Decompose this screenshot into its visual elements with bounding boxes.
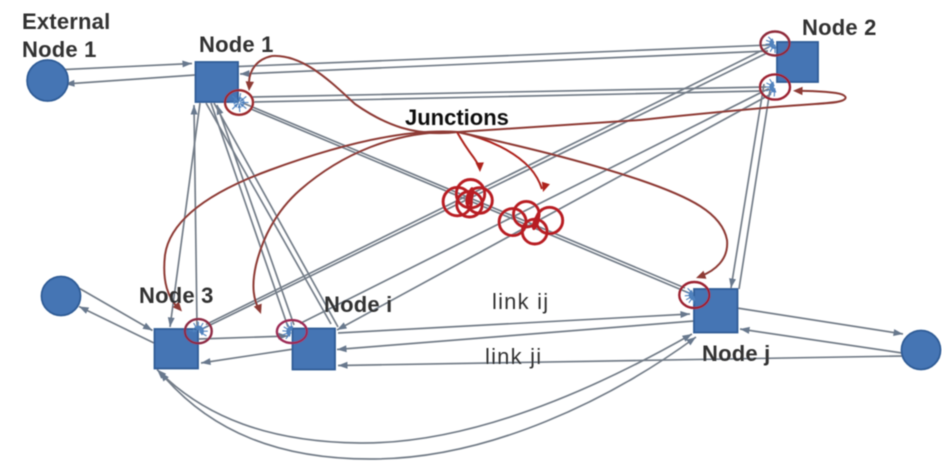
svg-text:link ij: link ij bbox=[492, 289, 549, 314]
svg-text:Node j: Node j bbox=[702, 341, 770, 366]
svg-text:Node i: Node i bbox=[324, 292, 392, 317]
svg-text:Node 1: Node 1 bbox=[199, 32, 274, 57]
svg-text:Node 2: Node 2 bbox=[802, 15, 877, 40]
svg-text:Node 1: Node 1 bbox=[22, 37, 97, 62]
svg-text:Junctions: Junctions bbox=[405, 105, 509, 130]
svg-text:Node 3: Node 3 bbox=[139, 283, 214, 308]
svg-text:External: External bbox=[22, 9, 110, 34]
svg-text:link ji: link ji bbox=[485, 344, 542, 369]
